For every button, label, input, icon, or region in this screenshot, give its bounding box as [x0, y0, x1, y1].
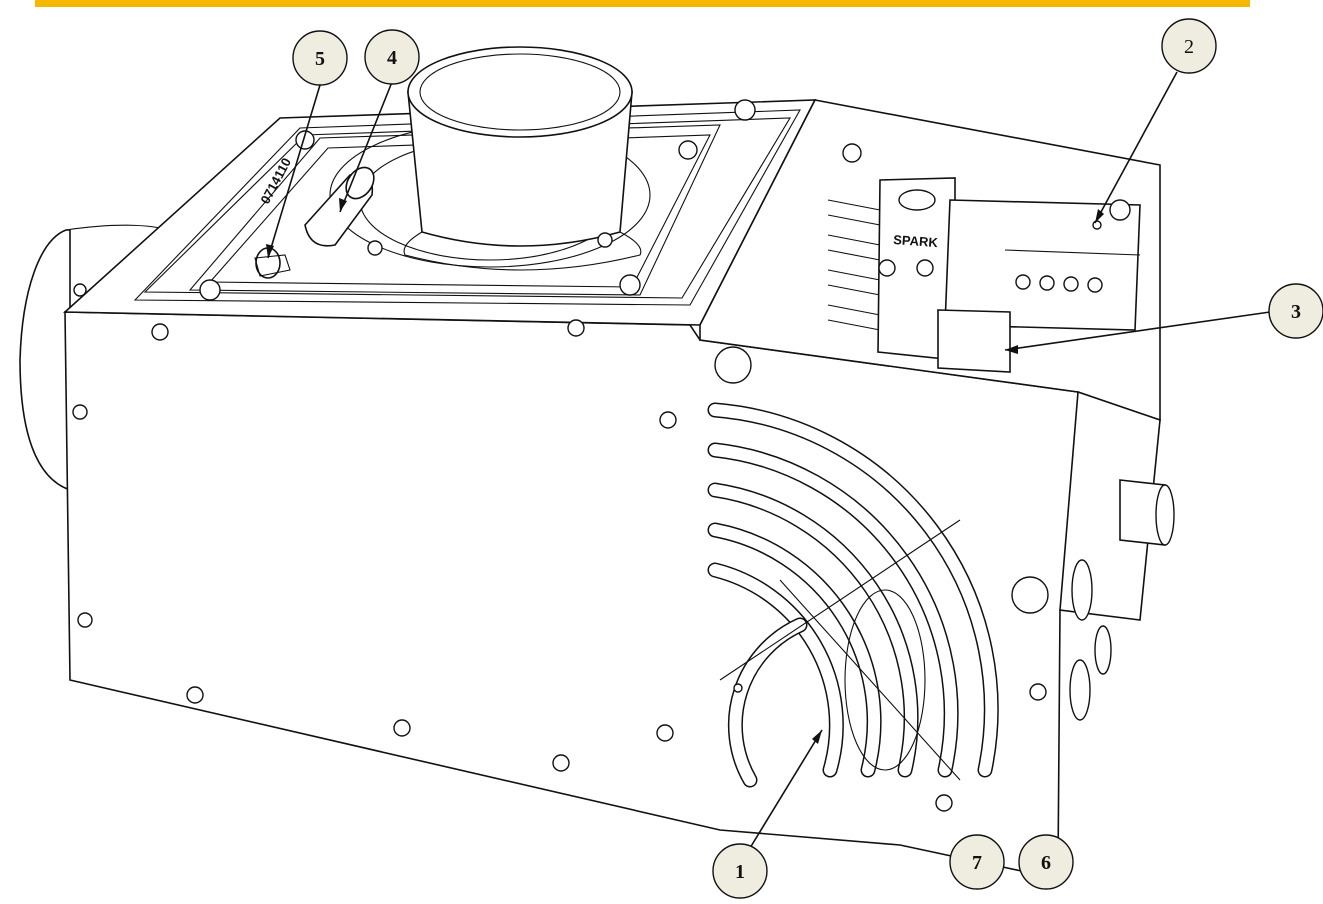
vent-slots	[827, 199, 881, 331]
callout-1-label: 1	[735, 861, 745, 883]
air-inlet-tube	[304, 166, 375, 247]
relay-part	[937, 309, 1011, 373]
cover-bolts	[199, 99, 756, 301]
main-housing	[62, 99, 1079, 876]
control-box: SPARK	[699, 99, 1161, 621]
header-accent-bar	[35, 0, 1250, 7]
leader-lines	[266, 71, 1271, 849]
callout-4: 4	[364, 29, 420, 85]
air-intake-grille	[707, 402, 999, 788]
control-unit	[944, 199, 1141, 331]
exhaust-cylinder	[403, 46, 642, 271]
nozzle-part	[254, 247, 291, 279]
callout-2-label: 2	[1184, 36, 1194, 58]
callout-7-label: 7	[972, 852, 982, 874]
callout-6: 6	[1018, 834, 1074, 890]
spark-label: SPARK	[893, 232, 939, 250]
callout-6-label: 6	[1041, 852, 1051, 874]
callout-4-label: 4	[387, 47, 397, 69]
panel-rivets	[72, 319, 1047, 812]
callout-3-label: 3	[1291, 301, 1301, 323]
callout-7: 7	[949, 834, 1005, 890]
callout-1: 1	[712, 843, 768, 899]
callout-5-label: 5	[315, 48, 325, 70]
callout-3: 3	[1268, 283, 1323, 339]
side-flange-cylinder	[19, 224, 171, 492]
callout-5: 5	[292, 30, 348, 86]
callout-2: 2	[1161, 18, 1217, 74]
cable-gland	[714, 346, 1175, 721]
